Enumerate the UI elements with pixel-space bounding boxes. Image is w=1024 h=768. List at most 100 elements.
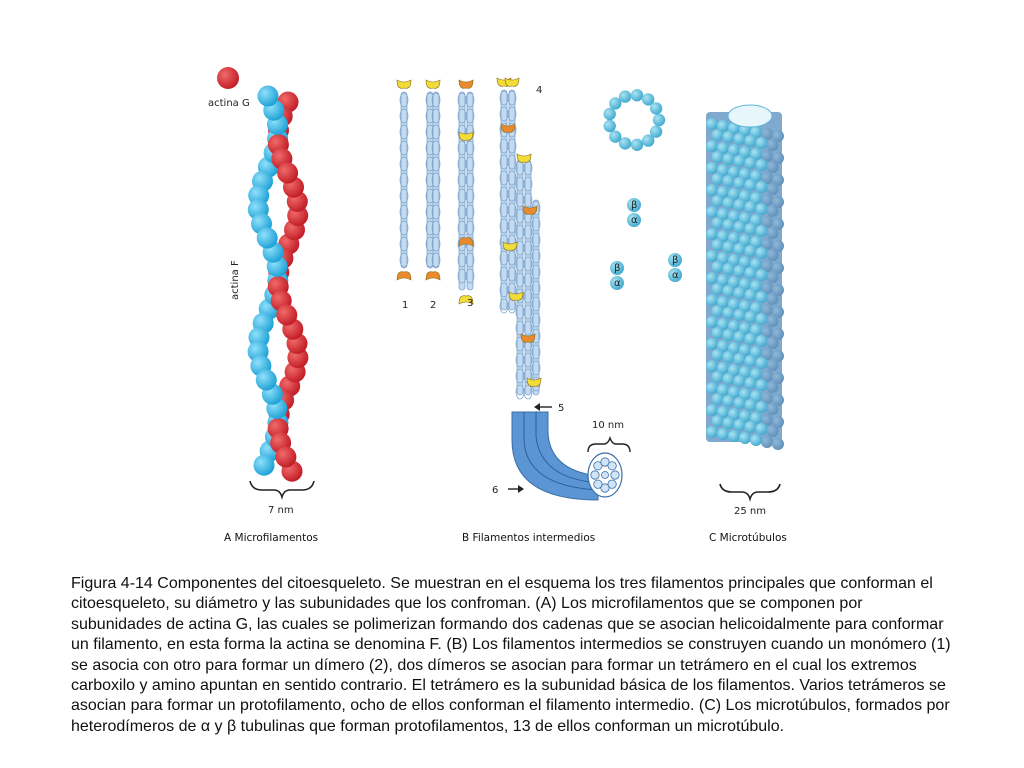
coil-segment <box>399 172 409 188</box>
coil-segment <box>465 108 475 124</box>
coil-segment <box>507 138 517 154</box>
coil-segment <box>531 248 541 264</box>
coil-segment <box>523 320 533 336</box>
tubulin-subunit <box>717 274 729 286</box>
tubulin-subunit <box>733 375 746 387</box>
coil-segment <box>431 252 441 268</box>
coil-segment <box>465 92 475 108</box>
coil-segment <box>523 352 533 368</box>
protofilament <box>601 471 609 479</box>
tubulin-subunit <box>750 236 762 248</box>
tubulin-subunit <box>728 430 740 442</box>
tubulin-subunit <box>733 133 746 145</box>
tubulin-subunit <box>744 355 757 367</box>
tubulin-subunit <box>755 357 768 369</box>
panel-a-title: A Microfilamentos <box>224 532 318 544</box>
coil-segment <box>523 256 533 272</box>
intermediate-filament-rope <box>511 411 599 501</box>
tubulin-subunit <box>642 93 655 106</box>
tubulin-subunit <box>711 415 724 427</box>
coil-segment <box>531 264 541 280</box>
protofilament-cross-section <box>590 457 620 493</box>
head-domain <box>522 205 538 215</box>
head-domain <box>526 377 542 387</box>
tubulin-subunit <box>761 304 773 316</box>
tubulin-subunit <box>733 419 746 431</box>
coil-segment <box>399 236 409 252</box>
tubulin-subunit <box>755 401 768 413</box>
tubulin-subunit <box>750 368 762 380</box>
tubulin-subunit <box>755 181 768 193</box>
tubulin-subunit <box>706 382 718 394</box>
tubulin-subunit <box>618 137 632 150</box>
coil-segment <box>431 156 441 172</box>
tubulin-subunit <box>761 260 773 272</box>
tubulin-subunit <box>766 249 779 261</box>
tubulin-subunit <box>642 134 655 147</box>
tubulin-subunit <box>772 218 784 230</box>
tubulin-subunit <box>728 144 740 156</box>
tubulin-subunit <box>728 254 740 266</box>
tubulin-subunit <box>711 129 724 141</box>
head-domain <box>520 333 536 343</box>
tubulin-subunit <box>739 410 751 422</box>
actin-g-label: actina G <box>208 98 250 109</box>
if-diameter-label: 10 nm <box>592 420 624 431</box>
tubulin-subunit <box>733 353 746 365</box>
coil-segment <box>399 252 409 268</box>
panel-microtubules: β α β α β α 25 nm C Microtúbulos <box>603 89 787 544</box>
coil-segment <box>399 124 409 140</box>
arrow-head <box>534 403 540 411</box>
coil-segment <box>465 252 475 268</box>
head-domain <box>458 131 474 141</box>
coil-segment <box>431 220 441 236</box>
head-domain <box>458 295 474 305</box>
if-diameter-brace <box>587 435 631 453</box>
tubulin-subunit <box>744 267 757 279</box>
coil-segment <box>431 204 441 220</box>
tubulin-subunit <box>761 392 773 404</box>
protofilament <box>593 479 603 489</box>
tubulin-subunit <box>706 162 718 174</box>
tubulin-subunit <box>772 174 784 186</box>
tubulin-subunit <box>722 197 735 209</box>
protofilament <box>610 470 620 480</box>
tubulin-subunit <box>711 173 724 185</box>
tubulin-subunit <box>717 296 729 308</box>
actin-monomer <box>275 446 297 468</box>
tubulin-subunit <box>744 179 757 191</box>
actin-monomer <box>255 369 277 391</box>
panel-intermediate-filaments: 1 2 3 4 5 6 10 nm B Filamentos intermedi… <box>396 77 631 544</box>
tubulin-subunit <box>722 285 735 297</box>
coil-segment <box>465 140 475 156</box>
actin-monomer <box>277 162 299 184</box>
step-label-2: 2 <box>430 300 436 311</box>
tubulin-subunit <box>744 201 757 213</box>
head-domain <box>502 241 518 251</box>
microfilament-diameter-label: 7 nm <box>268 505 294 516</box>
tubulin-subunit <box>761 216 773 228</box>
tubulin-subunit <box>733 331 746 343</box>
step-label-1: 1 <box>402 300 408 311</box>
tubulin-subunit <box>706 206 718 218</box>
tubulin-subunit <box>717 318 729 330</box>
tubulin-subunit <box>717 208 729 220</box>
coiled-coil-rod <box>508 89 516 311</box>
tubulin-dimer: β α <box>668 253 682 282</box>
tubulin-subunit <box>630 138 644 151</box>
coil-segment <box>523 384 533 400</box>
coil-segment <box>531 280 541 296</box>
tubulin-subunit <box>711 349 724 361</box>
coiled-coil-rod <box>516 159 524 396</box>
microtubule-lumen <box>727 104 773 128</box>
tubulin-subunit <box>772 196 784 208</box>
tubulin-subunit <box>755 313 768 325</box>
coil-segment <box>399 156 409 172</box>
coiled-coil-rod <box>524 159 532 396</box>
tubulin-subunit <box>706 426 718 438</box>
tubulin-subunit <box>733 265 746 277</box>
tubulin-subunit <box>755 225 768 237</box>
tubulin-subunit <box>717 252 729 264</box>
tubulin-subunit <box>750 324 762 336</box>
tubulin-subunit <box>728 342 740 354</box>
